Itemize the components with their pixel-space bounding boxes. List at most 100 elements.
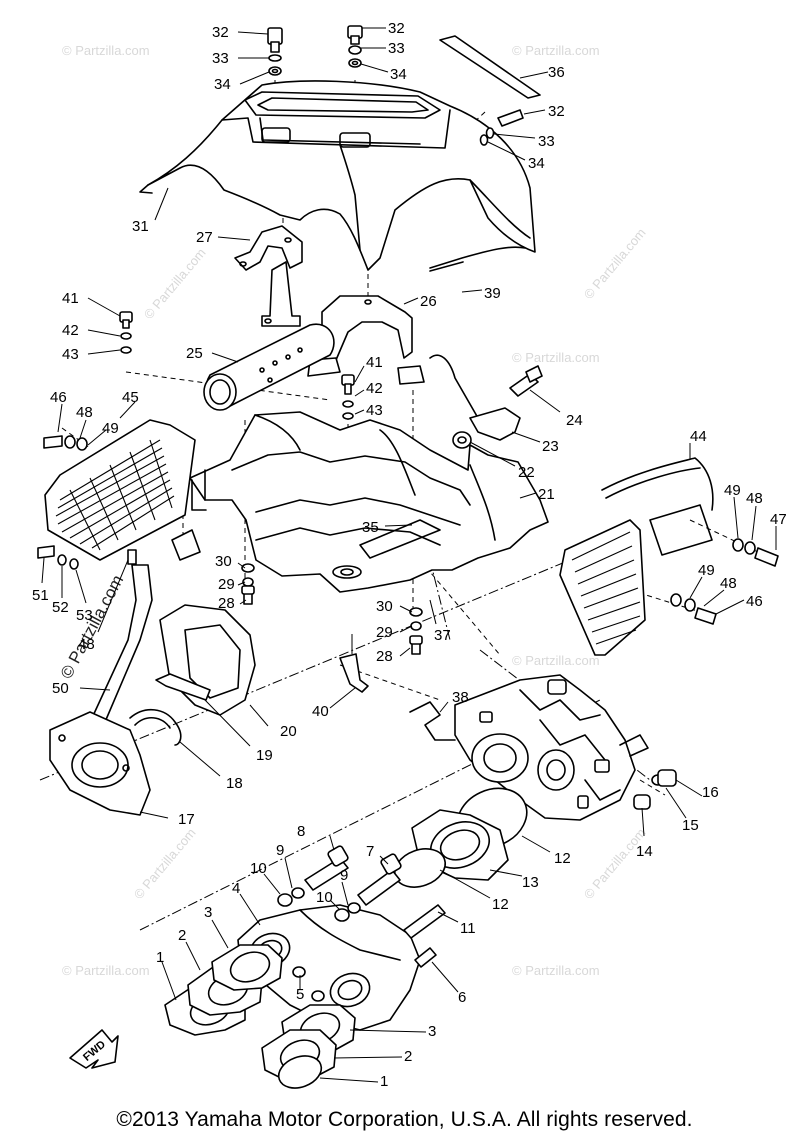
callout-9: 9 (276, 842, 284, 859)
callout-17: 17 (178, 811, 195, 828)
cover-trim-36 (439, 35, 541, 99)
callout-24: 24 (566, 412, 583, 429)
callout-15: 15 (682, 817, 699, 834)
callout-50: 50 (52, 680, 69, 697)
callout-1: 1 (156, 949, 164, 966)
callout-3: 3 (428, 1023, 436, 1040)
callout-9: 9 (340, 867, 348, 884)
copyright-notice: ©2013 Yamaha Motor Corporation, U.S.A. A… (116, 1108, 693, 1131)
left-grille-fasteners (37, 435, 88, 570)
bolt-19 (155, 673, 211, 701)
callout-49: 49 (102, 420, 119, 437)
watermark: © Partzilla.com (141, 245, 209, 322)
callout-43: 43 (62, 346, 79, 363)
callout-39: 39 (484, 285, 501, 302)
callout-34: 34 (390, 66, 407, 83)
callout-33: 33 (538, 133, 555, 150)
callout-49: 49 (698, 562, 715, 579)
callout-48: 48 (746, 490, 763, 507)
callout-19: 19 (256, 747, 273, 764)
callout-53: 53 (76, 607, 93, 624)
bolts-41-43 (119, 311, 355, 420)
callout-2: 2 (178, 927, 186, 944)
callout-20: 20 (280, 723, 297, 740)
callout-32: 32 (548, 103, 565, 120)
callout-41: 41 (366, 354, 383, 371)
watermark: © Partzilla.com (512, 43, 600, 58)
intake-duct-25 (203, 323, 335, 411)
callout-49: 49 (724, 482, 741, 499)
callout-4: 4 (232, 880, 240, 897)
callout-46: 46 (50, 389, 67, 406)
callout-18: 18 (226, 775, 243, 792)
callout-7: 7 (366, 843, 374, 860)
callout-48: 48 (76, 404, 93, 421)
gasket-3-upper (211, 944, 283, 991)
callout-31: 31 (132, 218, 149, 235)
callout-30: 30 (376, 598, 393, 615)
callout-42: 42 (62, 322, 79, 339)
callout-28: 28 (376, 648, 393, 665)
callout-32: 32 (212, 24, 229, 41)
clip-23 (429, 354, 521, 441)
callout-1: 1 (380, 1073, 388, 1090)
callout-48: 48 (720, 575, 737, 592)
gasket-20 (159, 604, 256, 716)
callout-26: 26 (420, 293, 437, 310)
leader-lines (41, 27, 777, 1083)
bracket-40 (339, 634, 369, 693)
callout-48: 48 (78, 636, 95, 653)
caps-14-16 (633, 769, 677, 810)
callout-25: 25 (186, 345, 203, 362)
joint-17 (49, 711, 151, 816)
nut-6 (414, 947, 437, 968)
watermark: © Partzilla.com (62, 43, 150, 58)
callout-12: 12 (492, 896, 509, 913)
callout-labels: 32 33 34 32 33 34 36 32 33 34 31 27 26 3… (32, 20, 787, 1090)
watermark: © Partzilla.com (512, 350, 600, 365)
watermark: © Partzilla.com (512, 963, 600, 978)
callout-13: 13 (522, 874, 539, 891)
bracket-27 (234, 225, 303, 327)
gasket-1-lower (277, 1055, 323, 1089)
callout-10: 10 (250, 860, 267, 877)
callout-22: 22 (518, 464, 535, 481)
callout-51: 51 (32, 587, 49, 604)
air-box-case (189, 411, 549, 593)
callout-43: 43 (366, 402, 383, 419)
callout-38: 38 (452, 689, 469, 706)
air-box-cover (139, 80, 536, 271)
callout-10: 10 (316, 889, 333, 906)
grommet-22 (452, 431, 472, 449)
cover-bolts (267, 25, 524, 146)
callout-14: 14 (636, 843, 653, 860)
callout-3: 3 (204, 904, 212, 921)
callout-35: 35 (362, 519, 379, 536)
callout-16: 16 (702, 784, 719, 801)
watermark: © Partzilla.com (512, 653, 600, 668)
callout-37: 37 (434, 627, 451, 644)
callout-29: 29 (376, 624, 393, 641)
callout-6: 6 (458, 989, 466, 1006)
right-grille-44 (559, 457, 714, 656)
bolts-28-30 (241, 563, 423, 655)
right-grille-fasteners (670, 538, 779, 625)
callout-5: 5 (296, 986, 304, 1003)
bolt-24 (509, 365, 543, 397)
callout-8: 8 (297, 823, 305, 840)
cover-trim-39 (429, 246, 526, 272)
callout-40: 40 (312, 703, 329, 720)
callout-44: 44 (690, 428, 707, 445)
callout-23: 23 (542, 438, 559, 455)
callout-2: 2 (404, 1048, 412, 1065)
callout-41: 41 (62, 290, 79, 307)
callout-33: 33 (212, 50, 229, 67)
callout-34: 34 (214, 76, 231, 93)
callout-34: 34 (528, 155, 545, 172)
callout-42: 42 (366, 380, 383, 397)
clip-18 (129, 709, 182, 746)
bolts-7-10 (277, 845, 402, 922)
watermark: © Partzilla.com (581, 825, 649, 902)
callout-27: 27 (196, 229, 213, 246)
callout-21: 21 (538, 486, 555, 503)
